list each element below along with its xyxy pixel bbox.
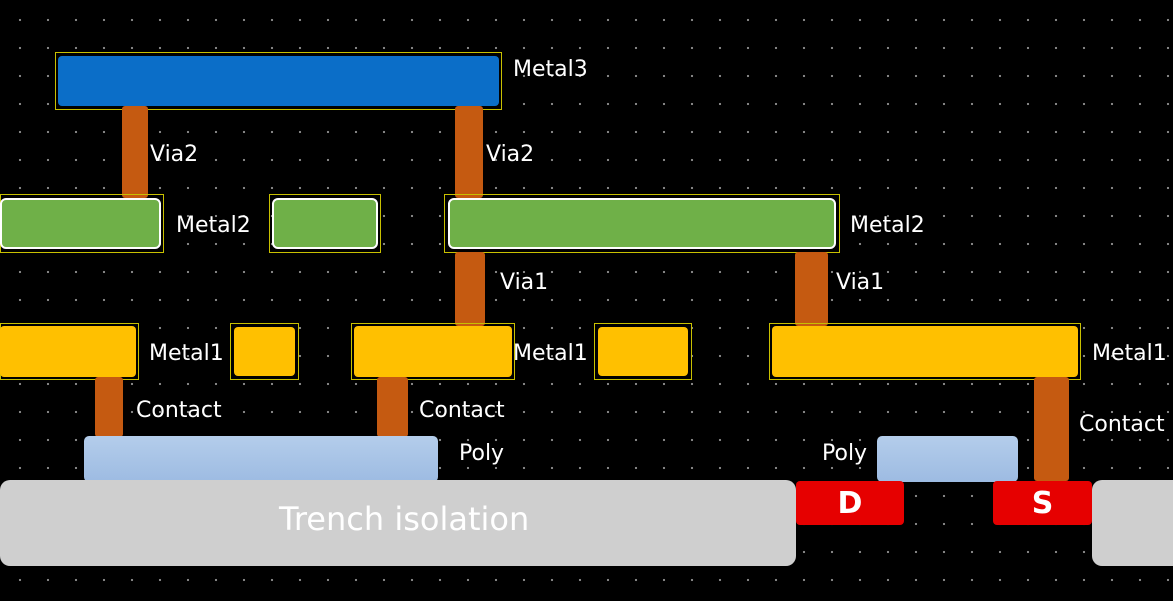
metal3-label: Metal3 — [513, 57, 588, 82]
metal1-b[interactable] — [234, 327, 295, 376]
metal1-e-label: Metal1 — [1092, 341, 1167, 366]
metal1-b-selection — [230, 323, 299, 380]
metal2-right-selection — [444, 194, 840, 253]
via2-right-label: Via2 — [486, 142, 535, 167]
metal2-left[interactable] — [0, 198, 161, 249]
via2-left-label: Via2 — [150, 142, 199, 167]
metal2-mid-selection — [269, 194, 381, 253]
metal3-layer[interactable] — [58, 56, 499, 106]
metal2-left-label: Metal2 — [176, 213, 251, 238]
poly-right[interactable] — [877, 436, 1018, 482]
source-diffusion[interactable]: S — [993, 481, 1092, 525]
via1-right[interactable] — [795, 252, 828, 326]
metal1-d-selection — [594, 323, 692, 380]
metal2-right[interactable] — [448, 198, 836, 249]
via1-left[interactable] — [455, 252, 485, 326]
metal2-mid[interactable] — [272, 198, 378, 249]
poly-right-label: Poly — [822, 441, 868, 466]
contact-mid-label: Contact — [419, 398, 505, 423]
metal1-c[interactable] — [354, 326, 512, 377]
drain-diffusion[interactable]: D — [796, 481, 904, 525]
metal1-d[interactable] — [598, 327, 688, 376]
metal3-selection — [55, 52, 502, 110]
metal2-right-label: Metal2 — [850, 213, 925, 238]
trench-isolation-label: Trench isolation — [279, 500, 530, 538]
metal1-a-label: Metal1 — [149, 341, 224, 366]
poly-left-label: Poly — [459, 441, 505, 466]
trench-isolation-right[interactable] — [1092, 480, 1173, 566]
poly-left[interactable] — [84, 436, 438, 482]
contact-right-label: Contact — [1079, 412, 1165, 437]
via1-left-label: Via1 — [500, 270, 549, 295]
via1-right-label: Via1 — [836, 270, 885, 295]
contact-mid[interactable] — [377, 377, 408, 437]
via2-right[interactable] — [455, 106, 483, 198]
metal1-e[interactable] — [772, 326, 1078, 377]
metal1-c-label: Metal1 — [513, 341, 588, 366]
metal1-c-selection — [351, 323, 515, 380]
trench-isolation-left[interactable] — [0, 480, 796, 566]
contact-left-label: Contact — [136, 398, 222, 423]
via2-left[interactable] — [122, 106, 148, 198]
metal1-e-selection — [769, 323, 1081, 380]
metal1-a[interactable] — [0, 326, 136, 377]
contact-right[interactable] — [1034, 377, 1069, 481]
contact-left[interactable] — [95, 377, 123, 437]
